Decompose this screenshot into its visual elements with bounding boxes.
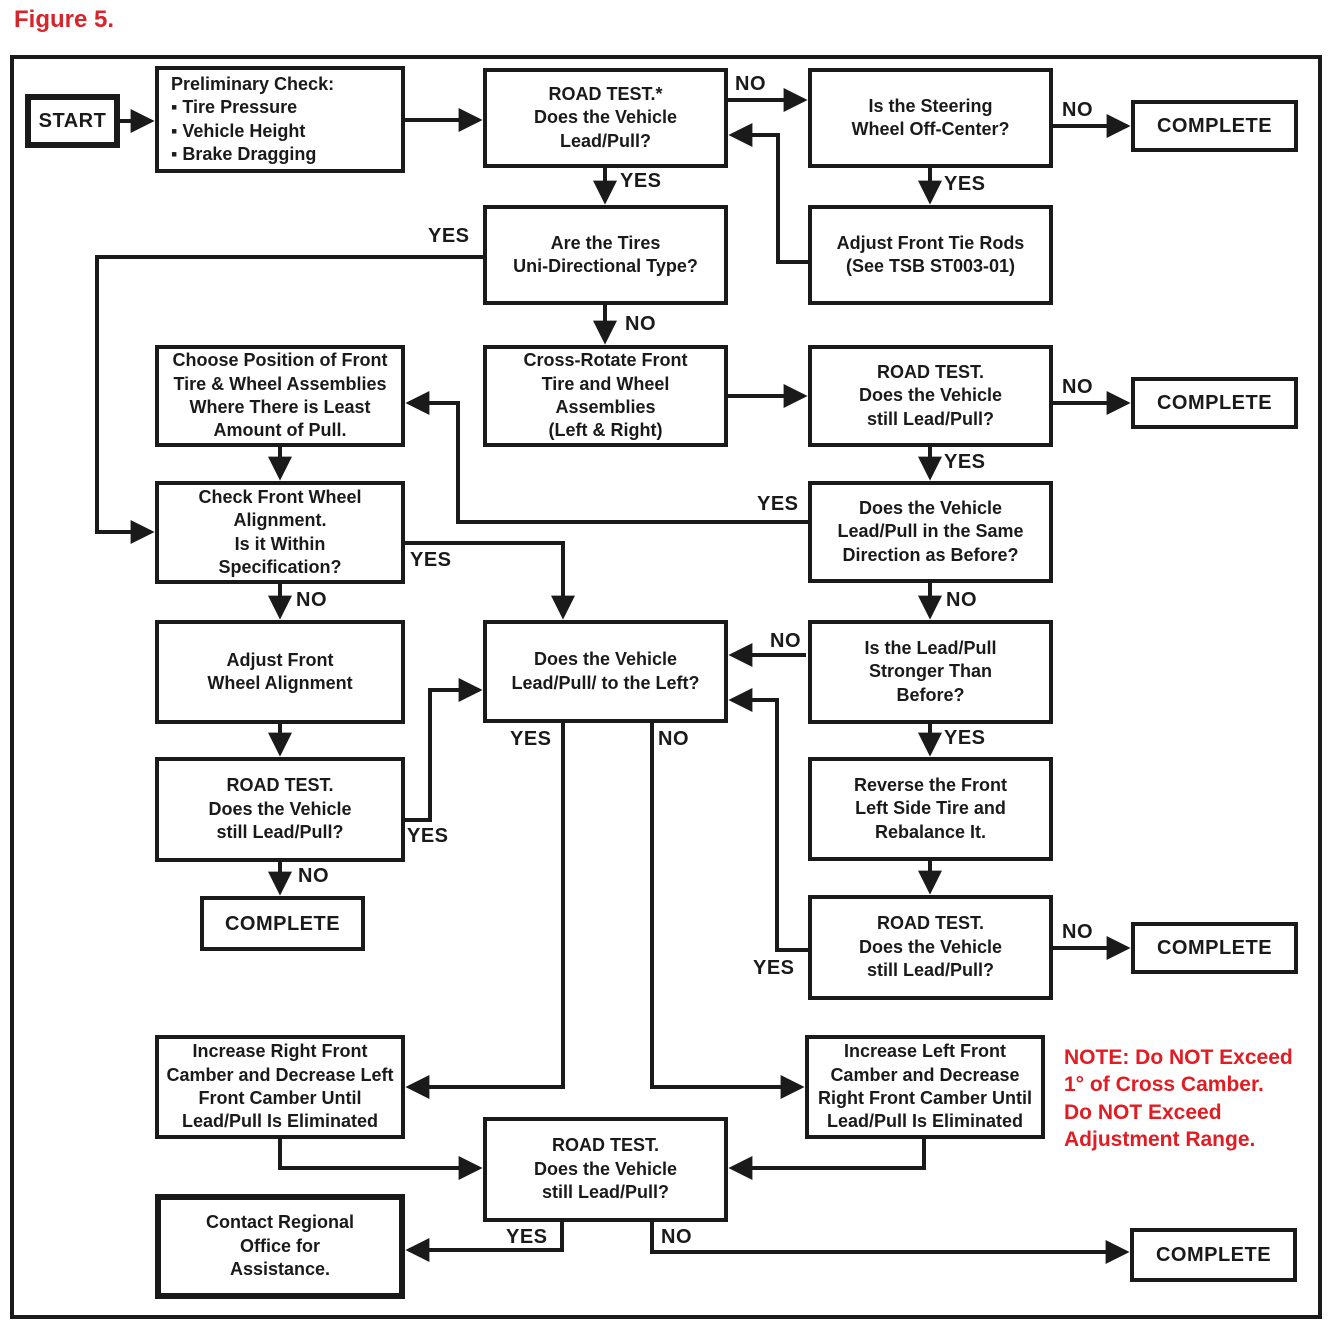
connector-roadtest4-leadleft-yes	[728, 688, 808, 952]
node-increase-right-camber: Increase Right Front Camber and Decrease…	[155, 1035, 405, 1139]
node-road-test-5: ROAD TEST. Does the Vehicle still Lead/P…	[483, 1117, 728, 1222]
node-complete-1: COMPLETE	[1131, 100, 1298, 152]
node-road-test-3: ROAD TEST. Does the Vehicle still Lead/P…	[155, 757, 405, 862]
node-start: START	[25, 94, 120, 148]
node-adjust-alignment: Adjust Front Wheel Alignment	[155, 620, 405, 724]
edge-label-samedir-yes: YES	[757, 493, 799, 515]
connector-roadtest3-leadleft-yes	[405, 678, 483, 822]
connector-samedirection-chooseposition-yes	[405, 391, 808, 524]
diagram-border	[10, 55, 1322, 1319]
node-adjust-tie-rods: Adjust Front Tie Rods (See TSB ST003-01)	[808, 205, 1053, 305]
node-tires-unidirectional: Are the Tires Uni-Directional Type?	[483, 205, 728, 305]
edge-label-stronger-yes: YES	[944, 727, 986, 749]
connector-increaseright-roadtest5	[278, 1139, 483, 1180]
connector-tierods-roadtest1-return	[728, 123, 808, 264]
node-same-direction: Does the Vehicle Lead/Pull in the Same D…	[808, 481, 1053, 583]
edge-label-steering-no: NO	[1062, 99, 1093, 121]
node-road-test-1: ROAD TEST.* Does the Vehicle Lead/Pull?	[483, 68, 728, 168]
edge-label-leadleft-no: NO	[658, 728, 689, 750]
connector-leadleft-increaseright-yes	[405, 723, 565, 1099]
node-road-test-4: ROAD TEST. Does the Vehicle still Lead/P…	[808, 895, 1053, 1000]
note-text: NOTE: Do NOT Exceed 1° of Cross Camber. …	[1064, 1046, 1293, 1151]
connector-increaseleft-roadtest5	[728, 1139, 926, 1180]
edge-label-rt4-yes: YES	[753, 957, 795, 979]
node-complete-5: COMPLETE	[1130, 1228, 1297, 1282]
node-steering-off-center: Is the Steering Wheel Off-Center?	[808, 68, 1053, 168]
edge-label-rt4-no: NO	[1062, 921, 1093, 943]
edge-label-stronger-no: NO	[770, 630, 801, 652]
node-reverse-left-tire: Reverse the Front Left Side Tire and Reb…	[808, 757, 1053, 861]
connector-checkalignment-leadleft-yes	[405, 541, 575, 620]
edge-label-check-no: NO	[296, 589, 327, 611]
edge-label-rt1-yes: YES	[620, 170, 662, 192]
edge-label-samedir-no: NO	[946, 589, 977, 611]
edge-label-rt2-yes: YES	[944, 451, 986, 473]
edge-label-rt5-yes: YES	[506, 1226, 548, 1248]
node-lead-pull-left: Does the Vehicle Lead/Pull/ to the Left?	[483, 620, 728, 723]
node-stronger-than-before: Is the Lead/Pull Stronger Than Before?	[808, 620, 1053, 724]
node-preliminary-check: Preliminary Check: ▪ Tire Pressure ▪ Veh…	[155, 66, 405, 173]
node-complete-3: COMPLETE	[200, 896, 365, 951]
connector-roadtest5-contact-yes	[405, 1222, 564, 1262]
node-complete-4: COMPLETE	[1131, 922, 1298, 974]
edge-label-rt2-no: NO	[1062, 376, 1093, 398]
node-contact-regional: Contact Regional Office for Assistance.	[155, 1194, 405, 1299]
edge-label-check-yes: YES	[410, 549, 452, 571]
connector-roadtest5-complete5-no	[650, 1222, 1130, 1264]
figure-title: Figure 5.	[14, 6, 115, 33]
node-check-alignment: Check Front Wheel Alignment. Is it Withi…	[155, 481, 405, 584]
edge-label-rt1-no: NO	[735, 73, 766, 95]
node-choose-position: Choose Position of Front Tire & Wheel As…	[155, 345, 405, 447]
edge-label-rt5-no: NO	[661, 1226, 692, 1248]
node-complete-2: COMPLETE	[1131, 377, 1298, 429]
connector-tires-checkalignment-yes	[95, 255, 483, 544]
edge-label-rt3-yes: YES	[407, 825, 449, 847]
node-cross-rotate: Cross-Rotate Front Tire and Wheel Assemb…	[483, 345, 728, 447]
edge-label-steering-yes: YES	[944, 173, 986, 195]
node-increase-left-camber: Increase Left Front Camber and Decrease …	[805, 1035, 1045, 1139]
edge-label-tires-no: NO	[625, 313, 656, 335]
node-road-test-2: ROAD TEST. Does the Vehicle still Lead/P…	[808, 345, 1053, 447]
connector-leadleft-increaseleft-no	[650, 723, 805, 1099]
edge-label-rt3-no: NO	[298, 865, 329, 887]
edge-label-tires-yes: YES	[428, 225, 470, 247]
edge-label-leadleft-yes: YES	[510, 728, 552, 750]
